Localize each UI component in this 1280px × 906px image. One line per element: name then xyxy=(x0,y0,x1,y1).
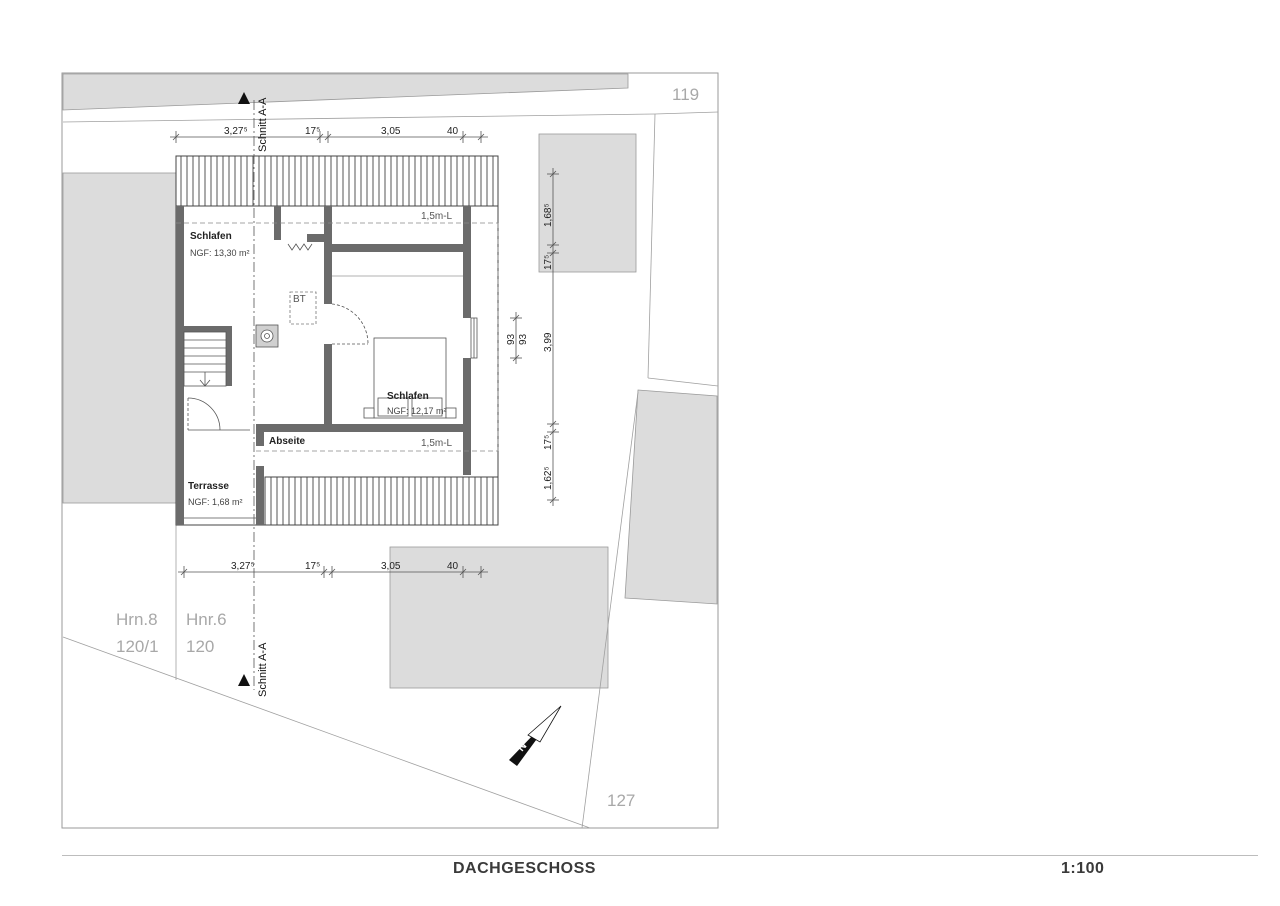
north-arrow: N xyxy=(509,705,562,766)
neighbor-building-south xyxy=(389,546,609,689)
room-area-schlafen-right: NGF: 12,17 m² xyxy=(387,406,447,416)
walls xyxy=(176,206,471,525)
roof-eave-north xyxy=(175,155,499,207)
parcel-number-120-1: 120/1 xyxy=(116,637,159,656)
dim-bottom-1: 17⁵ xyxy=(305,561,320,572)
dim-window-1: 93 xyxy=(518,333,529,345)
dimension-line-bottom xyxy=(178,566,488,578)
dim-bottom-0: 3,27⁵ xyxy=(231,561,255,572)
dimension-line-right xyxy=(547,168,559,506)
section-arrow-bottom xyxy=(238,674,250,686)
dim-right-3: 17⁵ xyxy=(543,435,554,450)
drawing-scale: 1:100 xyxy=(1061,860,1105,877)
dim-top-2: 3,05 xyxy=(381,126,401,137)
height-lines xyxy=(176,222,499,452)
dimension-line-top xyxy=(170,131,488,143)
dim-top-0: 3,27⁵ xyxy=(224,126,248,137)
dim-window-0: 93 xyxy=(506,333,517,345)
road-north xyxy=(62,73,629,111)
parcel-lines xyxy=(62,111,719,829)
section-label-bottom: Schnitt A-A xyxy=(257,642,269,697)
section-label-top: Schnitt A-A xyxy=(257,97,269,152)
room-area-schlafen-left: NGF: 13,30 m² xyxy=(190,248,250,258)
dim-right-1: 17⁵ xyxy=(543,255,554,270)
dim-top-3: 40 xyxy=(447,126,459,137)
parcel-label-hrn8: Hrn.8 xyxy=(116,610,158,629)
staircase xyxy=(183,331,227,387)
drawing-title: DACHGESCHOSS xyxy=(453,860,596,877)
room-name-schlafen-right: Schlafen xyxy=(387,391,429,402)
parcel-label-hnr6: Hnr.6 xyxy=(186,610,227,629)
room-area-terrasse: NGF: 1,68 m² xyxy=(188,497,243,507)
height-line-label-top: 1,5m-L xyxy=(421,211,453,222)
section-arrow-top xyxy=(238,92,250,104)
parcel-number-127: 127 xyxy=(607,791,635,810)
room-name-abseite: Abseite xyxy=(269,436,306,447)
doors xyxy=(184,303,369,519)
vent-symbol xyxy=(287,243,313,251)
footer-rule xyxy=(62,855,1258,856)
height-line-label-bottom: 1,5m-L xyxy=(421,438,453,449)
roof-eave-south xyxy=(264,476,499,526)
dim-right-0: 1,68⁵ xyxy=(543,203,554,227)
dim-bottom-3: 40 xyxy=(447,561,459,572)
room-name-schlafen-left: Schlafen xyxy=(190,231,232,242)
dim-right-2: 3,99 xyxy=(543,332,554,352)
dimension-line-window xyxy=(510,312,522,364)
neighbor-building-east xyxy=(624,389,718,605)
dim-right-4: 1,62⁵ xyxy=(543,466,554,490)
dim-top-1: 17⁵ xyxy=(305,126,320,137)
bt-label: BT xyxy=(293,294,306,305)
room-name-terrasse: Terrasse xyxy=(188,481,229,492)
bed xyxy=(363,337,457,419)
neighbor-building-west xyxy=(62,172,177,504)
dim-bottom-2: 3,05 xyxy=(381,561,401,572)
bt-box xyxy=(289,291,317,325)
parcel-number-120: 120 xyxy=(186,637,214,656)
neighbor-building-northeast xyxy=(538,133,637,273)
parcel-number-119: 119 xyxy=(672,85,699,104)
